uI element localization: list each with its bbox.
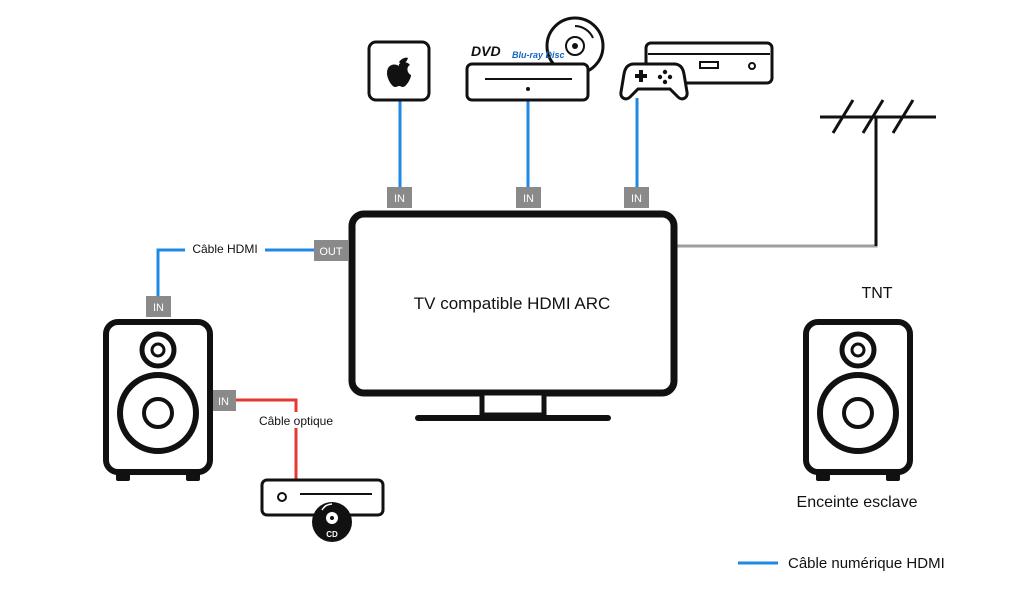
svg-text:IN: IN bbox=[153, 302, 164, 314]
cable-optique-label: Câble optique bbox=[259, 414, 333, 428]
bluray-logo: Blu-ray Disc bbox=[512, 50, 565, 60]
speaker-slave-icon bbox=[803, 319, 913, 481]
svg-text:OUT: OUT bbox=[319, 246, 343, 258]
port-in-appletv: IN bbox=[387, 187, 412, 208]
cd-logo: CD bbox=[326, 530, 338, 539]
tnt-label: TNT bbox=[861, 285, 892, 302]
svg-text:IN: IN bbox=[523, 193, 534, 205]
port-in-bluray: IN bbox=[516, 187, 541, 208]
gamepad-icon bbox=[619, 62, 689, 101]
svg-text:IN: IN bbox=[631, 193, 642, 205]
port-in-speaker-hdmi: IN bbox=[146, 296, 171, 317]
dvd-bluray-player-icon: DVD Blu-ray Disc bbox=[465, 16, 605, 102]
antenna-icon bbox=[820, 99, 936, 246]
svg-text:IN: IN bbox=[394, 193, 405, 205]
cd-disc-icon: CD bbox=[312, 502, 352, 542]
port-out-tv: OUT bbox=[314, 240, 348, 261]
svg-text:IN: IN bbox=[218, 396, 229, 408]
enceinte-esclave-label: Enceinte esclave bbox=[797, 494, 918, 511]
antenna-cable bbox=[677, 117, 878, 248]
port-in-speaker-optical: IN bbox=[211, 390, 236, 411]
legend-hdmi-label: Câble numérique HDMI bbox=[788, 555, 945, 572]
apple-tv-icon bbox=[367, 40, 431, 102]
port-in-console: IN bbox=[624, 187, 649, 208]
optical-cable bbox=[236, 398, 298, 480]
dvd-logo: DVD bbox=[471, 43, 501, 59]
legend: Câble numérique HDMI bbox=[738, 555, 945, 572]
game-console-icon bbox=[619, 41, 774, 101]
tv: TV compatible HDMI ARC bbox=[348, 210, 678, 421]
cd-player-icon: CD bbox=[260, 478, 385, 542]
cable-hdmi-label: Câble HDMI bbox=[192, 242, 257, 256]
tv-label: TV compatible HDMI ARC bbox=[414, 294, 611, 313]
speaker-icon bbox=[103, 319, 213, 481]
